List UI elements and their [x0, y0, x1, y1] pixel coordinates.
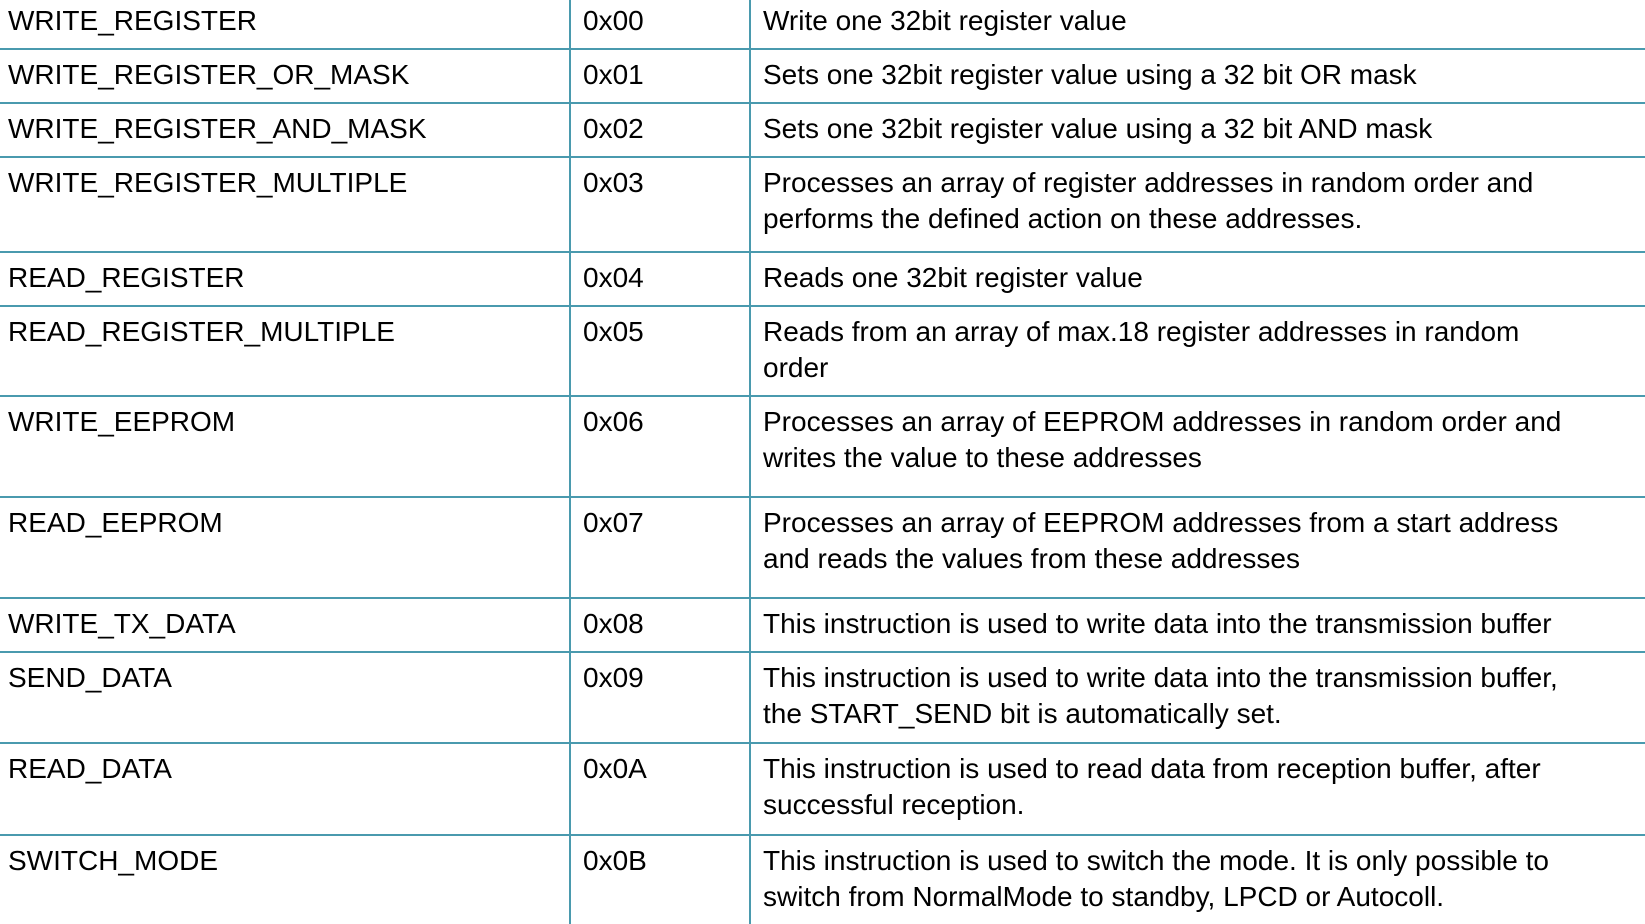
opcode-cell: 0x01	[570, 49, 751, 104]
opcode-cell: 0x00	[570, 0, 751, 50]
table-row: READ_DATA 0x0A This instruction is used …	[0, 743, 1645, 836]
table-row: WRITE_EEPROM 0x06 Processes an array of …	[0, 396, 1645, 498]
table-row: READ_EEPROM 0x07 Processes an array of E…	[0, 497, 1645, 599]
description-cell: Sets one 32bit register value using a 32…	[750, 103, 1645, 158]
table-row: READ_REGISTER 0x04 Reads one 32bit regis…	[0, 252, 1645, 307]
description-cell: Write one 32bit register value	[750, 0, 1645, 50]
table-row: WRITE_TX_DATA 0x08 This instruction is u…	[0, 598, 1645, 653]
instruction-name-cell: SEND_DATA	[0, 652, 571, 744]
table-row: WRITE_REGISTER_AND_MASK 0x02 Sets one 32…	[0, 103, 1645, 158]
instruction-name-cell: READ_EEPROM	[0, 497, 571, 599]
description-cell: This instruction is used to switch the m…	[750, 835, 1645, 924]
instruction-name-cell: WRITE_REGISTER_OR_MASK	[0, 49, 571, 104]
description-cell: This instruction is used to write data i…	[750, 598, 1645, 653]
instruction-name-cell: READ_REGISTER	[0, 252, 571, 307]
opcode-cell: 0x04	[570, 252, 751, 307]
description-cell: Sets one 32bit register value using a 32…	[750, 49, 1645, 104]
description-cell: Reads one 32bit register value	[750, 252, 1645, 307]
instruction-name-cell: WRITE_REGISTER_AND_MASK	[0, 103, 571, 158]
opcode-cell: 0x03	[570, 157, 751, 253]
opcode-cell: 0x07	[570, 497, 751, 599]
instruction-name-cell: WRITE_REGISTER_MULTIPLE	[0, 157, 571, 253]
description-cell: Processes an array of register addresses…	[750, 157, 1645, 253]
description-cell: Processes an array of EEPROM addresses i…	[750, 396, 1645, 498]
table-row: WRITE_REGISTER_MULTIPLE 0x03 Processes a…	[0, 157, 1645, 253]
description-cell: This instruction is used to write data i…	[750, 652, 1645, 744]
instruction-name-cell: SWITCH_MODE	[0, 835, 571, 924]
table-row: WRITE_REGISTER 0x00 Write one 32bit regi…	[0, 0, 1645, 50]
opcode-cell: 0x0B	[570, 835, 751, 924]
table-row: WRITE_REGISTER_OR_MASK 0x01 Sets one 32b…	[0, 49, 1645, 104]
table-row: SWITCH_MODE 0x0B This instruction is use…	[0, 835, 1645, 924]
opcode-cell: 0x08	[570, 598, 751, 653]
opcode-cell: 0x02	[570, 103, 751, 158]
instruction-name-cell: WRITE_EEPROM	[0, 396, 571, 498]
opcode-cell: 0x05	[570, 306, 751, 397]
table-row: SEND_DATA 0x09 This instruction is used …	[0, 652, 1645, 744]
description-cell: Processes an array of EEPROM addresses f…	[750, 497, 1645, 599]
description-cell: This instruction is used to read data fr…	[750, 743, 1645, 836]
instruction-name-cell: WRITE_TX_DATA	[0, 598, 571, 653]
table-row: READ_REGISTER_MULTIPLE 0x05 Reads from a…	[0, 306, 1645, 397]
opcode-cell: 0x06	[570, 396, 751, 498]
opcode-cell: 0x09	[570, 652, 751, 744]
instruction-name-cell: READ_REGISTER_MULTIPLE	[0, 306, 571, 397]
opcode-cell: 0x0A	[570, 743, 751, 836]
instruction-name-cell: READ_DATA	[0, 743, 571, 836]
instruction-name-cell: WRITE_REGISTER	[0, 0, 571, 50]
description-cell: Reads from an array of max.18 register a…	[750, 306, 1645, 397]
